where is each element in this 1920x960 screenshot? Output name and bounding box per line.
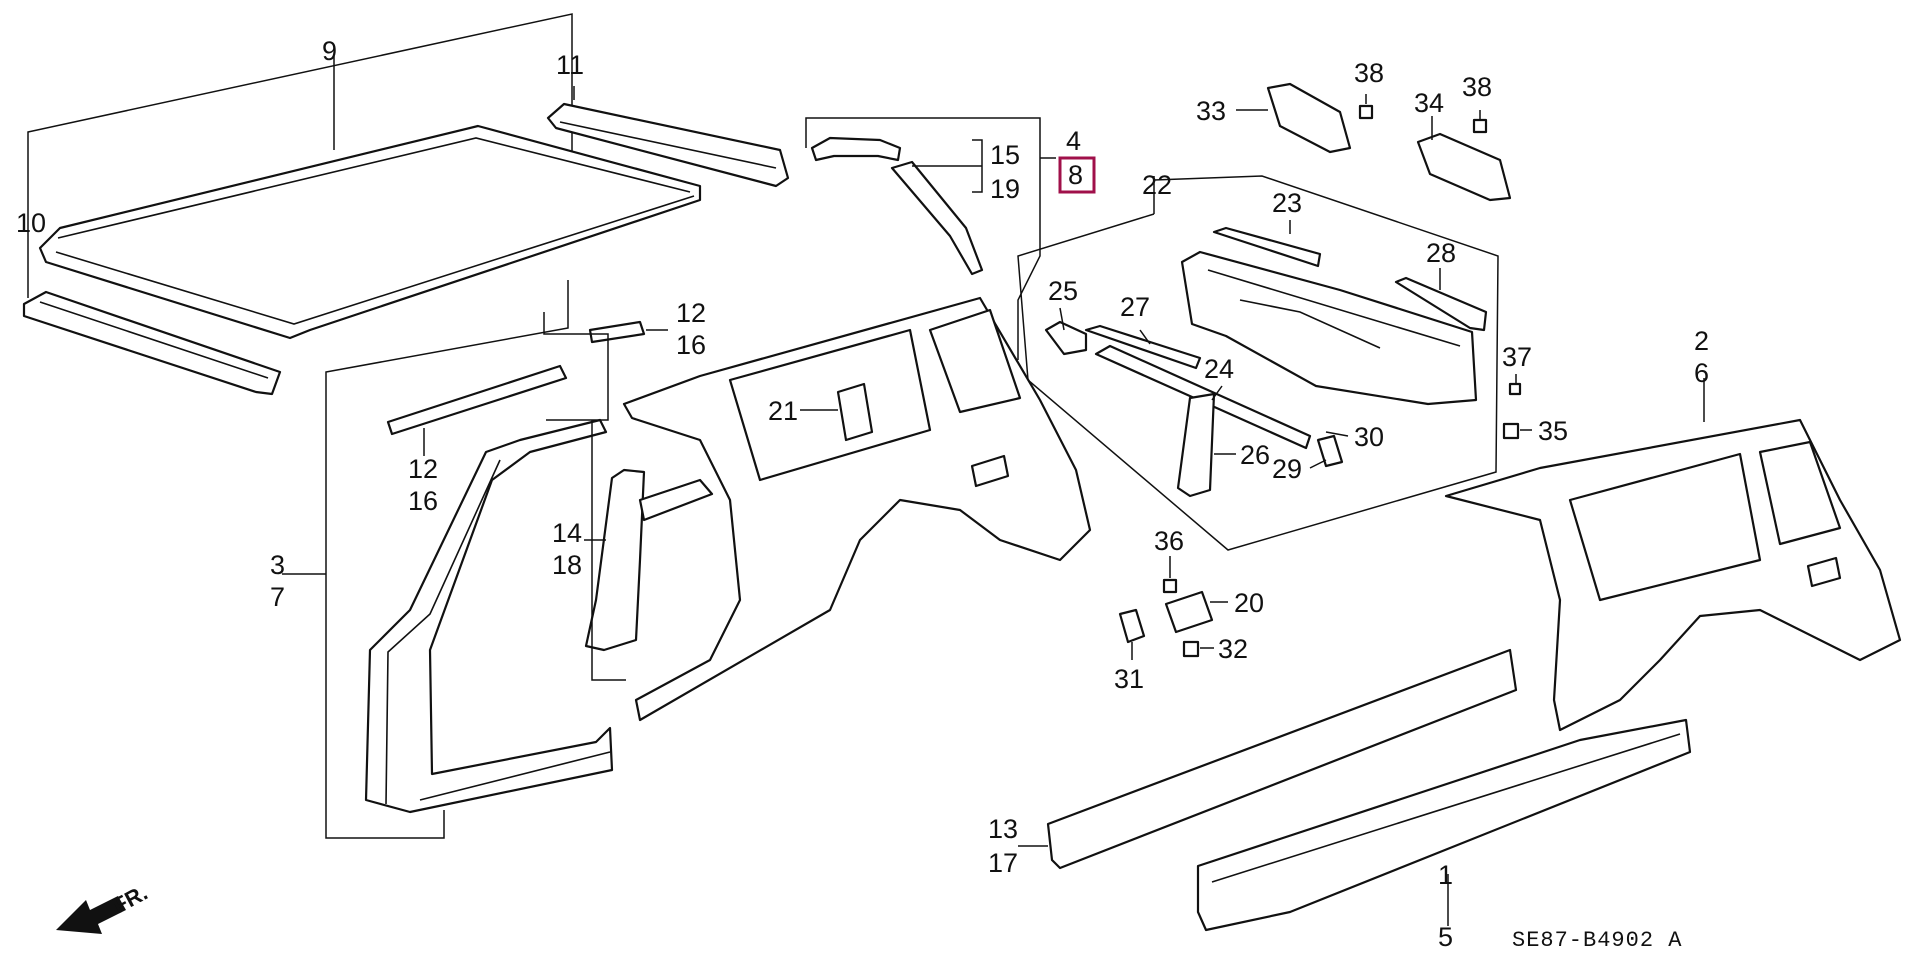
bracket-34 — [1416, 132, 1512, 202]
label-16b: 16 — [408, 486, 438, 516]
label-11: 11 — [556, 50, 584, 80]
center-pillar — [584, 468, 646, 652]
label-12b: 12 — [408, 454, 438, 484]
right-window-front — [1568, 452, 1762, 602]
quarter-window — [728, 328, 932, 482]
pillar-molding-upper — [588, 320, 646, 344]
label-34: 34 — [1414, 88, 1444, 118]
label-13: 13 — [988, 814, 1018, 844]
rear-panel-side-brace — [1394, 276, 1488, 332]
label-29: 29 — [1272, 454, 1302, 484]
bracket-33 — [1266, 82, 1352, 154]
label-1: 1 — [1438, 860, 1453, 890]
label-21: 21 — [768, 396, 798, 426]
label-25: 25 — [1048, 276, 1078, 306]
right-side-panel-group: 2 6 37 35 — [1444, 326, 1902, 732]
right-fuel-lid-area — [1806, 556, 1842, 588]
label-18: 18 — [552, 550, 582, 580]
label-27: 27 — [1120, 292, 1150, 322]
outer-sill — [1196, 718, 1692, 932]
label-10: 10 — [16, 208, 46, 238]
label-16a: 16 — [676, 330, 706, 360]
nut-35 — [1502, 422, 1520, 440]
label-26: 26 — [1240, 440, 1270, 470]
rear-panel-bracket — [1316, 434, 1344, 468]
quarter-panel-center-group: 21 — [622, 296, 1092, 722]
rear-group-bracket — [1017, 175, 1499, 551]
inner-sill — [1046, 648, 1518, 870]
roof-group-bracket — [27, 13, 573, 298]
label-38b: 38 — [1462, 72, 1492, 102]
label-36: 36 — [1154, 526, 1184, 556]
label-5: 5 — [1438, 922, 1453, 952]
label-12a: 12 — [676, 298, 706, 328]
label-31: 31 — [1114, 664, 1144, 694]
label-22: 22 — [1142, 170, 1172, 200]
fuel-lid — [1164, 590, 1214, 634]
gutter-molding-rear — [890, 160, 984, 276]
rear-panel-upper-brace — [1212, 226, 1322, 268]
fuel-lid-area — [970, 454, 1010, 488]
side-panel-left-group: 3 7 12 16 12 16 14 18 — [270, 280, 714, 839]
bolt-38b — [1472, 118, 1488, 134]
screw-36 — [1162, 578, 1178, 594]
label-6: 6 — [1694, 358, 1709, 388]
label-23: 23 — [1272, 188, 1302, 218]
label-8: 8 — [1068, 160, 1083, 190]
label-9: 9 — [322, 36, 337, 66]
front-direction-indicator: FR. — [56, 880, 152, 934]
rear-panel-lower-rail — [1084, 324, 1202, 370]
label-24: 24 — [1204, 354, 1234, 384]
fuel-lid-group: 36 20 31 32 — [1114, 526, 1264, 694]
label-3: 3 — [270, 550, 285, 580]
quarter-window-rear — [928, 308, 1022, 414]
label-4: 4 — [1066, 126, 1081, 156]
label-35: 35 — [1538, 416, 1568, 446]
label-30: 30 — [1354, 422, 1384, 452]
label-2: 2 — [1694, 326, 1709, 356]
gutter-group: 15 19 4 8 — [805, 117, 1096, 360]
right-window-rear — [1758, 440, 1842, 546]
label-37: 37 — [1502, 342, 1532, 372]
label-15: 15 — [990, 140, 1020, 170]
label-20: 20 — [1234, 588, 1264, 618]
bolt-38a — [1358, 104, 1374, 120]
label-32: 32 — [1218, 634, 1248, 664]
hinge-31 — [1118, 608, 1146, 644]
label-14: 14 — [552, 518, 582, 548]
pillar-bracket — [638, 478, 714, 522]
pillar-molding-left — [386, 364, 568, 436]
highlight-box — [1058, 156, 1096, 194]
rear-panel-pillar — [1176, 392, 1216, 498]
nut-32 — [1182, 640, 1200, 658]
rear-panel-group: 22 23 28 25 27 24 26 29 30 — [1017, 170, 1499, 551]
label-7: 7 — [270, 582, 285, 612]
outer-side-panel — [364, 418, 614, 814]
bolt-37 — [1508, 382, 1522, 396]
label-33: 33 — [1196, 96, 1226, 126]
sill-group: 13 17 1 5 — [988, 648, 1692, 952]
label-17: 17 — [988, 848, 1018, 878]
gutter-molding-front — [810, 136, 902, 162]
quarter-cover — [836, 382, 874, 442]
diagram-code: SE87-B4902 A — [1512, 928, 1682, 953]
top-brackets-group: 33 38 34 38 — [1196, 58, 1512, 202]
label-38a: 38 — [1354, 58, 1384, 88]
left-group-bracket — [325, 280, 569, 839]
rear-panel-corner — [1044, 320, 1088, 356]
label-28: 28 — [1426, 238, 1456, 268]
roof-panel — [38, 124, 702, 340]
label-19: 19 — [990, 174, 1020, 204]
roof-group: 9 11 10 — [16, 13, 790, 396]
front-arrow-icon — [56, 896, 126, 934]
gutter-group-bracket — [805, 117, 1041, 360]
rear-panel — [1180, 250, 1478, 406]
